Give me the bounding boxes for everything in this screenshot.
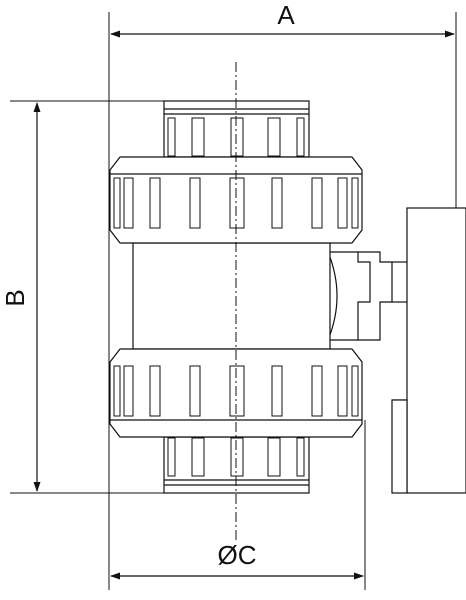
dimension-b-label: B [0,289,30,306]
dimension-a-label: A [277,0,295,30]
valve-drawing [10,12,466,590]
top-union-nut [109,156,363,244]
dimension-c-label: ØC [218,540,257,570]
valve-body [132,242,331,350]
extension-lines [10,12,457,590]
valve-handle [327,207,466,494]
